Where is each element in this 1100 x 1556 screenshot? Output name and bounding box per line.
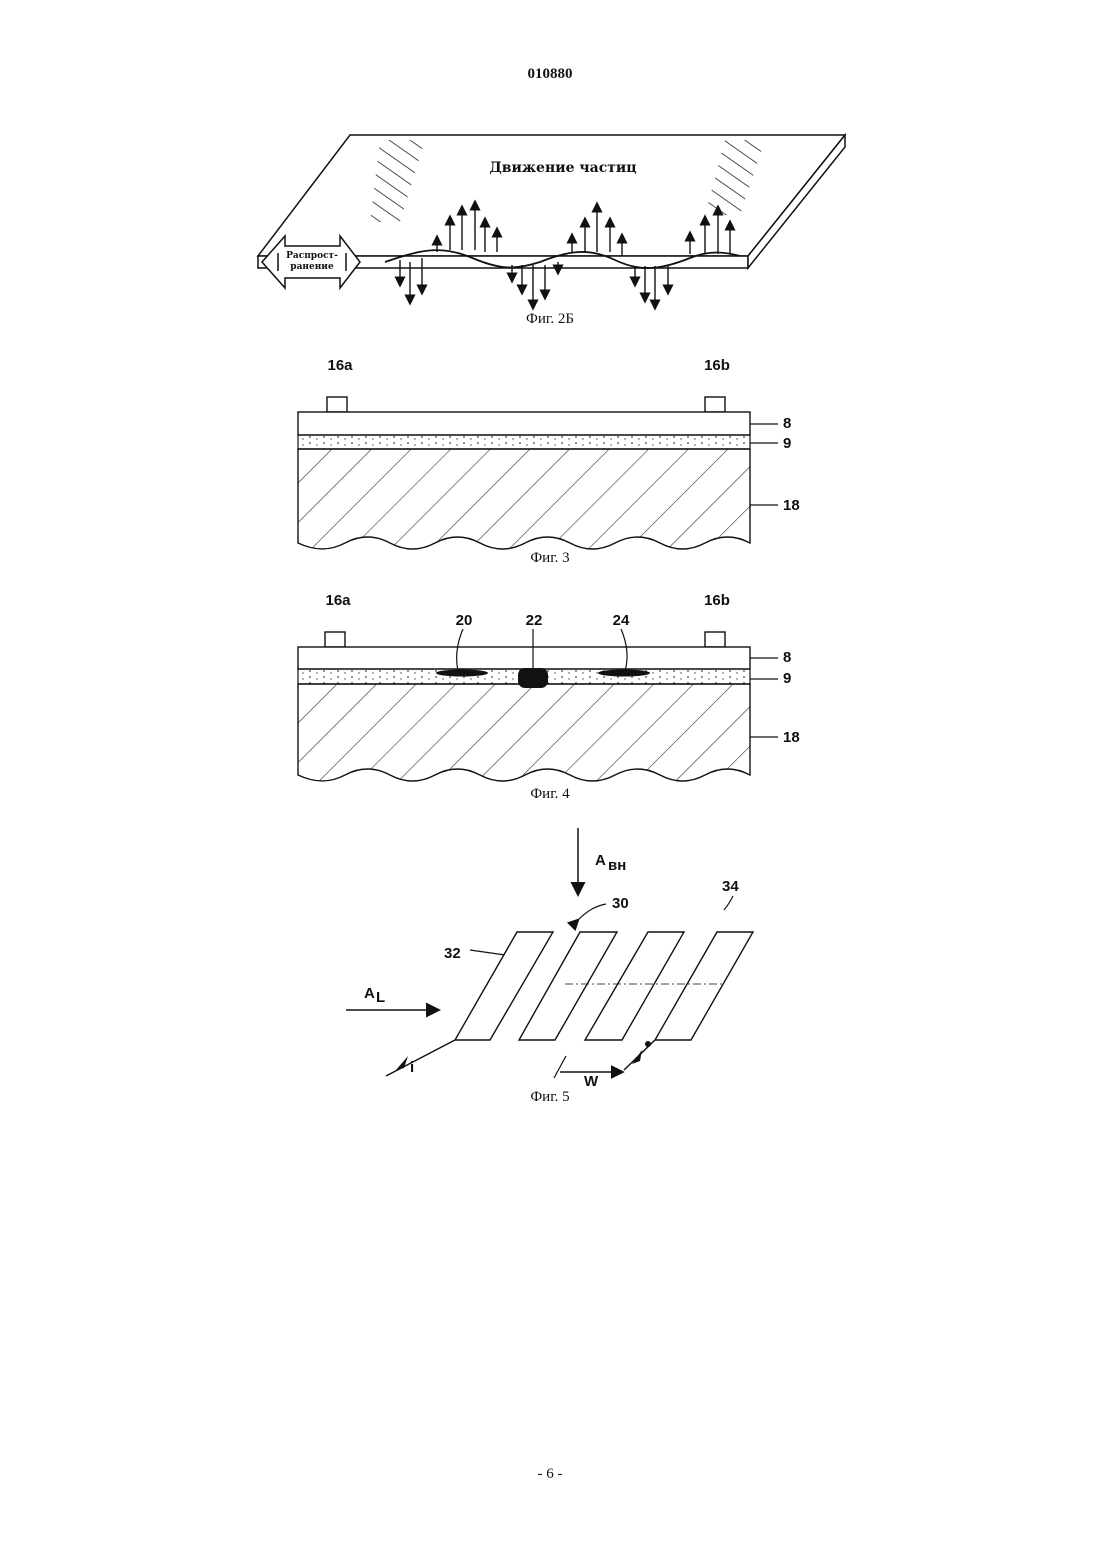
caption-fig-5: Фиг. 5	[0, 1089, 1100, 1106]
propagation-label: Распрост-	[286, 251, 338, 261]
figure-5: A вн 30 34 32 A L i W	[0, 820, 1100, 1090]
label-16b: 16b	[704, 357, 730, 374]
label-a-vn: A	[595, 852, 606, 869]
label-i: i	[410, 1059, 414, 1076]
label-8: 8	[783, 415, 791, 432]
svg-text:ранение: ранение	[290, 262, 334, 272]
label-32: 32	[444, 945, 461, 962]
label-30: 30	[612, 895, 629, 912]
label-22: 22	[526, 612, 543, 629]
caption-fig-4: Фиг. 4	[0, 786, 1100, 803]
caption-fig-2b: Фиг. 2Б	[0, 311, 1100, 328]
layer-9	[298, 435, 750, 449]
label-18: 18	[783, 729, 800, 746]
electrode-16b	[705, 397, 725, 412]
svg-text:вн: вн	[608, 857, 626, 874]
figure-4: 16a 16b 20 22 24 8 9 18	[0, 585, 1100, 785]
caption-fig-3: Фиг. 3	[0, 550, 1100, 567]
label-9: 9	[783, 670, 791, 687]
label-16a: 16a	[327, 357, 353, 374]
current-lead-in	[386, 1040, 455, 1076]
label-24: 24	[613, 612, 630, 629]
label-16b: 16b	[704, 592, 730, 609]
label-34: 34	[722, 878, 739, 895]
page-number: - 6 -	[0, 1466, 1100, 1483]
particle-motion-label: Движение частиц	[489, 160, 636, 176]
inclusion-24	[598, 670, 650, 677]
electrode-16a	[325, 632, 345, 647]
label-8: 8	[783, 649, 791, 666]
figure-3: 16a 16b 8 9 18	[0, 345, 1100, 575]
substrate-18	[298, 684, 750, 781]
label-a-l: A	[364, 985, 375, 1002]
inclusion-22	[518, 668, 548, 688]
label-9: 9	[783, 435, 791, 452]
layer-8	[298, 647, 750, 669]
electrode-16a	[327, 397, 347, 412]
layer-8	[298, 412, 750, 435]
label-20: 20	[456, 612, 473, 629]
electrode-16b	[705, 632, 725, 647]
svg-text:L: L	[376, 989, 385, 1006]
inclusion-20	[436, 670, 488, 677]
label-16a: 16a	[325, 592, 351, 609]
substrate-18	[298, 449, 750, 549]
figure-2b: Движение частиц Распрост- ранение	[0, 0, 1100, 320]
label-w: W	[584, 1073, 599, 1090]
label-18: 18	[783, 497, 800, 514]
